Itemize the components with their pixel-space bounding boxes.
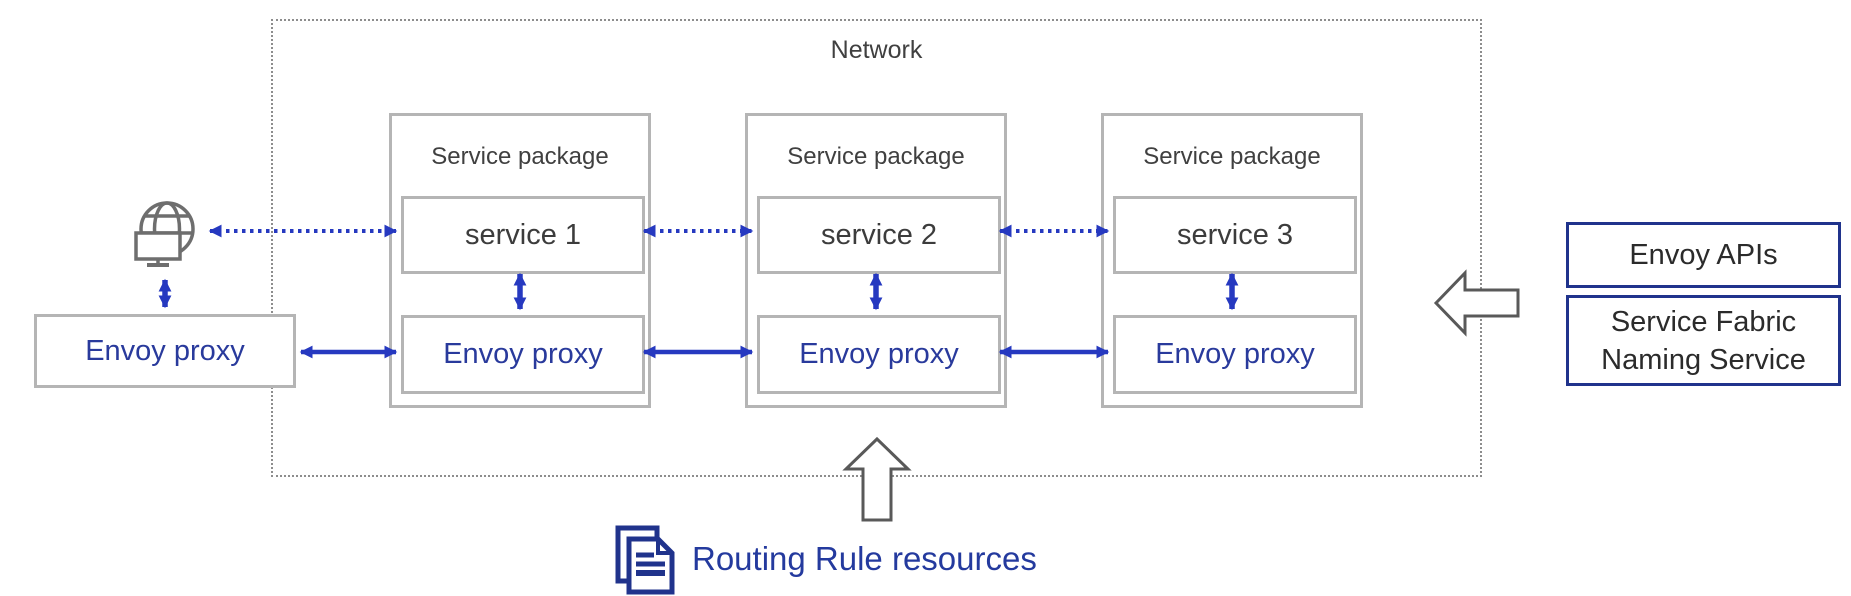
ingress-envoy-proxy-box: Envoy proxy bbox=[34, 314, 296, 388]
envoy-proxy-3-label: Envoy proxy bbox=[1155, 338, 1315, 370]
ingress-envoy-proxy-label: Envoy proxy bbox=[85, 334, 245, 367]
service-package-1: Service package service 1 Envoy proxy bbox=[389, 113, 651, 408]
service-package-1-title: Service package bbox=[431, 143, 609, 170]
envoy-apis-box: Envoy APIs bbox=[1566, 222, 1841, 288]
service-package-3: Service package service 3 Envoy proxy bbox=[1101, 113, 1363, 408]
document-pages-icon bbox=[615, 525, 675, 595]
service-package-3-title: Service package bbox=[1143, 143, 1321, 170]
service-3-label: service 3 bbox=[1176, 218, 1294, 251]
network-label: Network bbox=[830, 36, 923, 64]
naming-service-box: Service Fabric Naming Service bbox=[1566, 295, 1841, 386]
routing-rule-caption: Routing Rule resources bbox=[692, 540, 1037, 577]
envoy-apis-label: Envoy APIs bbox=[1629, 238, 1778, 271]
globe-network-icon bbox=[134, 201, 195, 267]
service-package-2: Service package service 2 Envoy proxy bbox=[745, 113, 1007, 408]
service-3-box: service 3 bbox=[1113, 196, 1357, 274]
envoy-proxy-1-box: Envoy proxy bbox=[401, 315, 645, 394]
service-2-label: service 2 bbox=[820, 218, 938, 251]
envoy-proxy-1-label: Envoy proxy bbox=[443, 338, 603, 370]
service-1-label: service 1 bbox=[464, 218, 582, 251]
envoy-proxy-2-box: Envoy proxy bbox=[757, 315, 1001, 394]
envoy-proxy-2-label: Envoy proxy bbox=[799, 338, 959, 370]
service-2-box: service 2 bbox=[757, 196, 1001, 274]
naming-service-label: Service Fabric Naming Service bbox=[1601, 305, 1806, 376]
service-package-2-title: Service package bbox=[787, 143, 965, 170]
envoy-proxy-3-box: Envoy proxy bbox=[1113, 315, 1357, 394]
service-1-box: service 1 bbox=[401, 196, 645, 274]
